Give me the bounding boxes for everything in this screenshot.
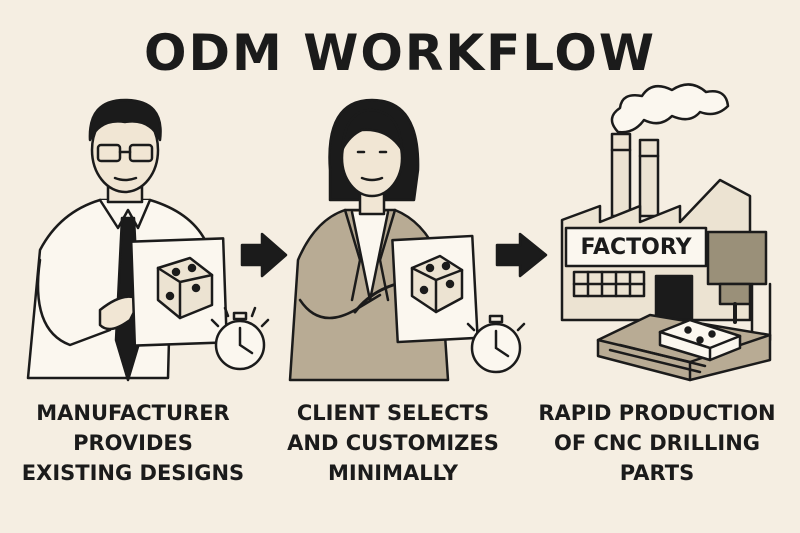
step-label-line: CLIENT SELECTS: [296, 401, 490, 425]
design-sheet-icon: [391, 234, 479, 344]
step-label-client: CLIENT SELECTS AND CUSTOMIZES MINIMALLY: [268, 398, 518, 488]
step-label-line: EXISTING DESIGNS: [21, 461, 245, 485]
factory-icon: [560, 132, 752, 322]
stopwatch-icon: [466, 314, 526, 374]
cnc-machine-icon: [596, 230, 772, 382]
page-title: ODM WORKFLOW: [144, 24, 656, 82]
step-label-manufacturer: MANUFACTURER PROVIDES EXISTING DESIGNS: [8, 398, 258, 488]
factory-sign: FACTORY: [580, 235, 692, 260]
step-label-line: MINIMALLY: [328, 461, 458, 485]
step-label-line: PROVIDES: [73, 431, 193, 455]
step-label-line: OF CNC DRILLING: [553, 431, 761, 455]
design-sheet-icon: [129, 237, 229, 347]
stopwatch-icon: [210, 306, 270, 371]
arrow-right-icon: [495, 232, 548, 278]
smoke-icon: [610, 83, 730, 134]
arrow-right-icon: [240, 232, 288, 278]
step-label-line: RAPID PRODUCTION: [538, 401, 776, 425]
step-label-line: PARTS: [619, 461, 695, 485]
step-label-production: RAPID PRODUCTION OF CNC DRILLING PARTS: [532, 398, 782, 488]
step-label-line: AND CUSTOMIZES: [287, 431, 499, 455]
step-label-line: MANUFACTURER: [36, 401, 230, 425]
